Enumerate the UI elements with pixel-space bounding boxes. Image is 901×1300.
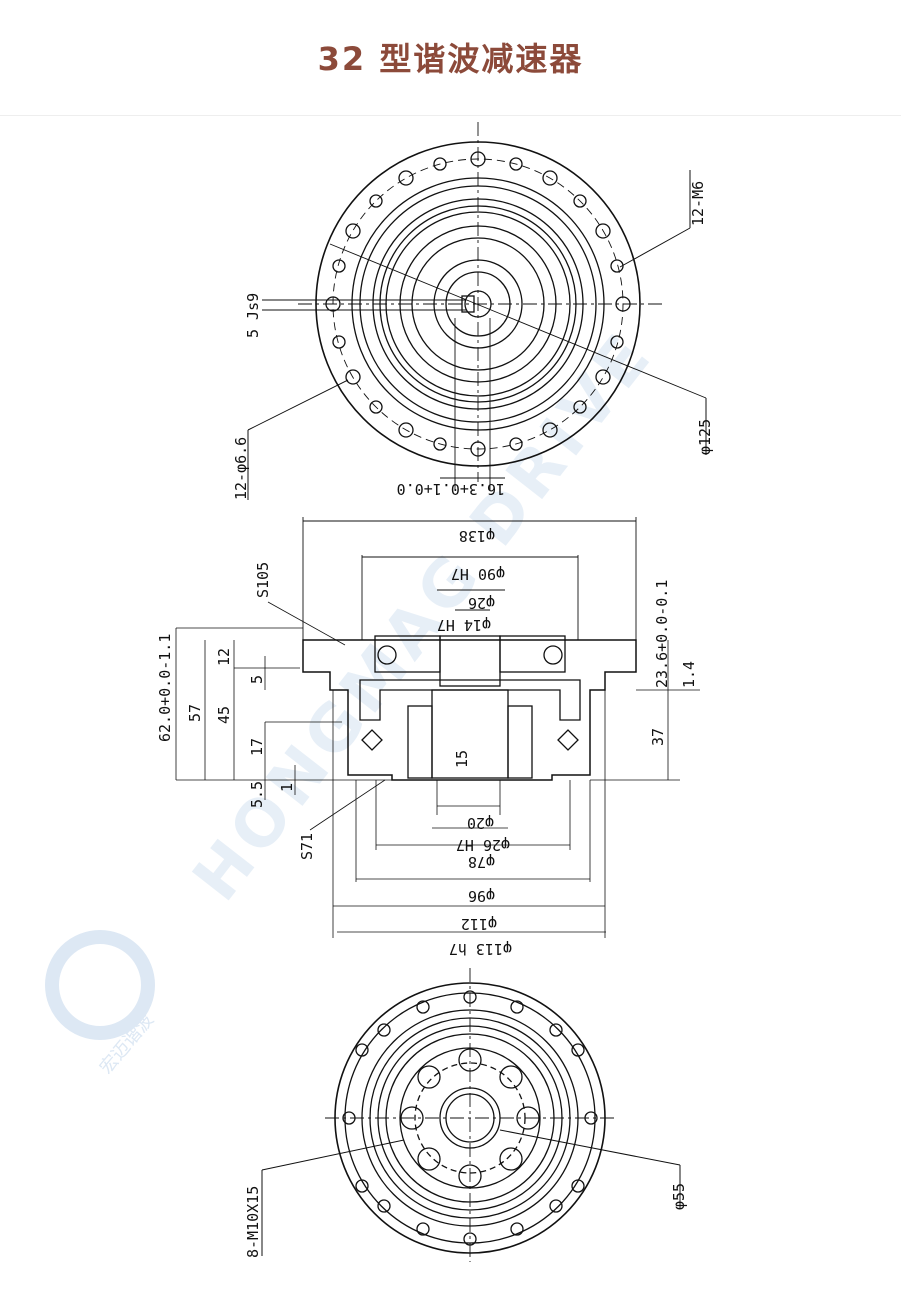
top-view [247,122,707,500]
dim-h45: 45 [215,706,233,724]
section-view [175,517,700,938]
watermark-logo-icon [45,930,155,1040]
dim-h17: 17 [248,738,266,756]
dim-d20: φ20 [467,814,494,832]
callout-key-depth: 16.3+0.1+0.0 [397,480,505,498]
watermark-brand: HONGMAG DRIVE [179,318,668,915]
title-divider [0,115,901,116]
dim-h1: 1 [278,783,296,792]
dim-h5-5: 5.5 [248,781,266,808]
callout-8-m10x15: 8-M10X15 [244,1186,262,1258]
callout-12-m6: 12-M6 [689,181,707,226]
page-title: 32 型谐波减速器 [317,40,584,78]
dim-h1-4: 1.4 [680,661,698,688]
callout-pcd-125: φ125 [696,419,714,455]
dim-d14-h7: φ14 H7 [437,616,491,634]
dim-d113-h7: φ113 h7 [449,940,512,958]
bottom-view [261,968,681,1262]
dim-d138: φ138 [459,527,495,545]
dim-d112: φ112 [461,915,497,933]
dim-d96: φ96 [468,887,495,905]
dim-h62: 62.0+0.0-1.1 [156,634,174,742]
dim-d26-h7: φ26 H7 [456,836,510,854]
dim-d26: φ26 [468,594,495,612]
dim-d78: φ78 [468,853,495,871]
dim-s71: S71 [298,833,316,860]
dim-h15: 15 [453,750,471,768]
dim-h5: 5 [248,675,266,684]
callout-keyway: 5 Js9 [244,293,262,338]
dim-h23-6: 23.6+0.0-0.1 [653,580,671,688]
dim-d90-h7: φ90 H7 [451,565,505,583]
dim-s105: S105 [254,562,272,598]
dim-h12: 12 [215,648,233,666]
callout-bore-55: φ55 [670,1183,688,1210]
callout-bolt-holes: 12-φ6.6 [232,437,250,500]
dim-h57: 57 [186,704,204,722]
dim-h37: 37 [649,728,667,746]
